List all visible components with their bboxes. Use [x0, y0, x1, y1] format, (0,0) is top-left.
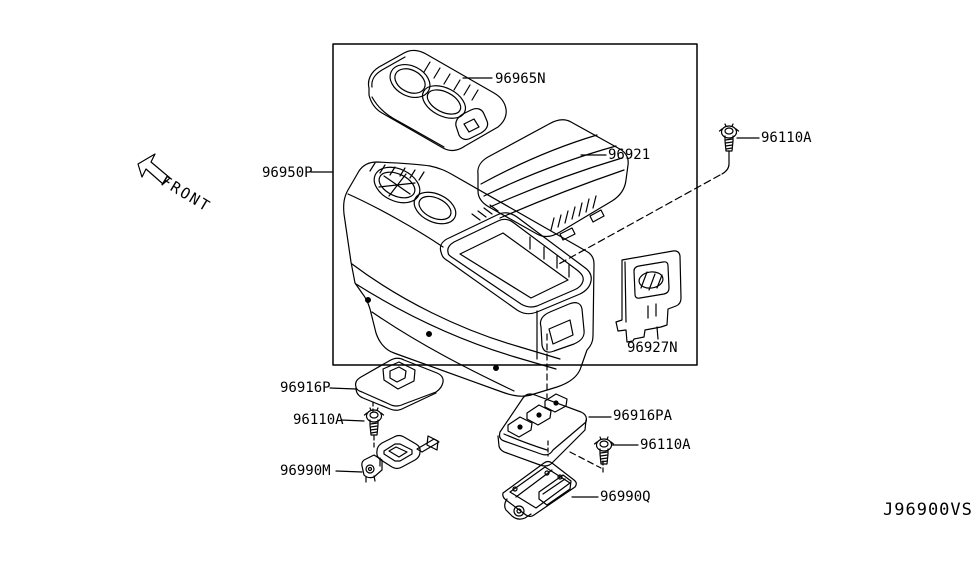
part-label-rear-finisher: 96927N: [627, 340, 678, 356]
part-drawing-pad-rear: [497, 393, 588, 467]
bolt-front-icon: [363, 407, 385, 436]
part-drawing-bracket-front: [361, 434, 440, 483]
part-label-console-box: 96950P: [262, 165, 313, 181]
part-label-bracket-front: 96990M: [280, 463, 331, 479]
part-drawing-bracket-rear: [502, 460, 577, 520]
part-drawing-pad-front: [354, 357, 444, 411]
part-drawing-lid: [477, 119, 629, 241]
leader-rear-finisher: [656, 326, 659, 340]
part-label-bolt-upper: 96110A: [761, 130, 812, 146]
part-label-pad-front: 96916P: [280, 380, 331, 396]
part-label-bolt-front: 96110A: [293, 412, 344, 428]
part-drawing-rear-finisher: [615, 250, 682, 343]
part-label-bracket-rear: 96990Q: [600, 489, 651, 505]
leader-pad-front: [329, 387, 357, 390]
part-label-bolt-rear: 96110A: [640, 437, 691, 453]
part-label-lid: 96921: [608, 147, 651, 163]
part-label-cup-holder: 96965N: [495, 71, 546, 87]
assembly-dashed-lines: [372, 150, 730, 473]
bolt-rear-icon: [593, 436, 615, 465]
diagram-border-box: [332, 43, 698, 366]
leader-lines: [310, 77, 760, 498]
part-drawing-console-box: [343, 161, 595, 397]
front-arrow-icon: [137, 153, 171, 185]
drawing-code-label: J96900VS: [883, 500, 973, 520]
bolt-upper-icon: [718, 123, 740, 152]
part-label-pad-rear: 96916PA: [613, 408, 673, 424]
leader-bracket-front: [335, 470, 363, 473]
part-drawing-cup-holder: [367, 49, 507, 152]
leader-bolt-front: [340, 419, 365, 422]
